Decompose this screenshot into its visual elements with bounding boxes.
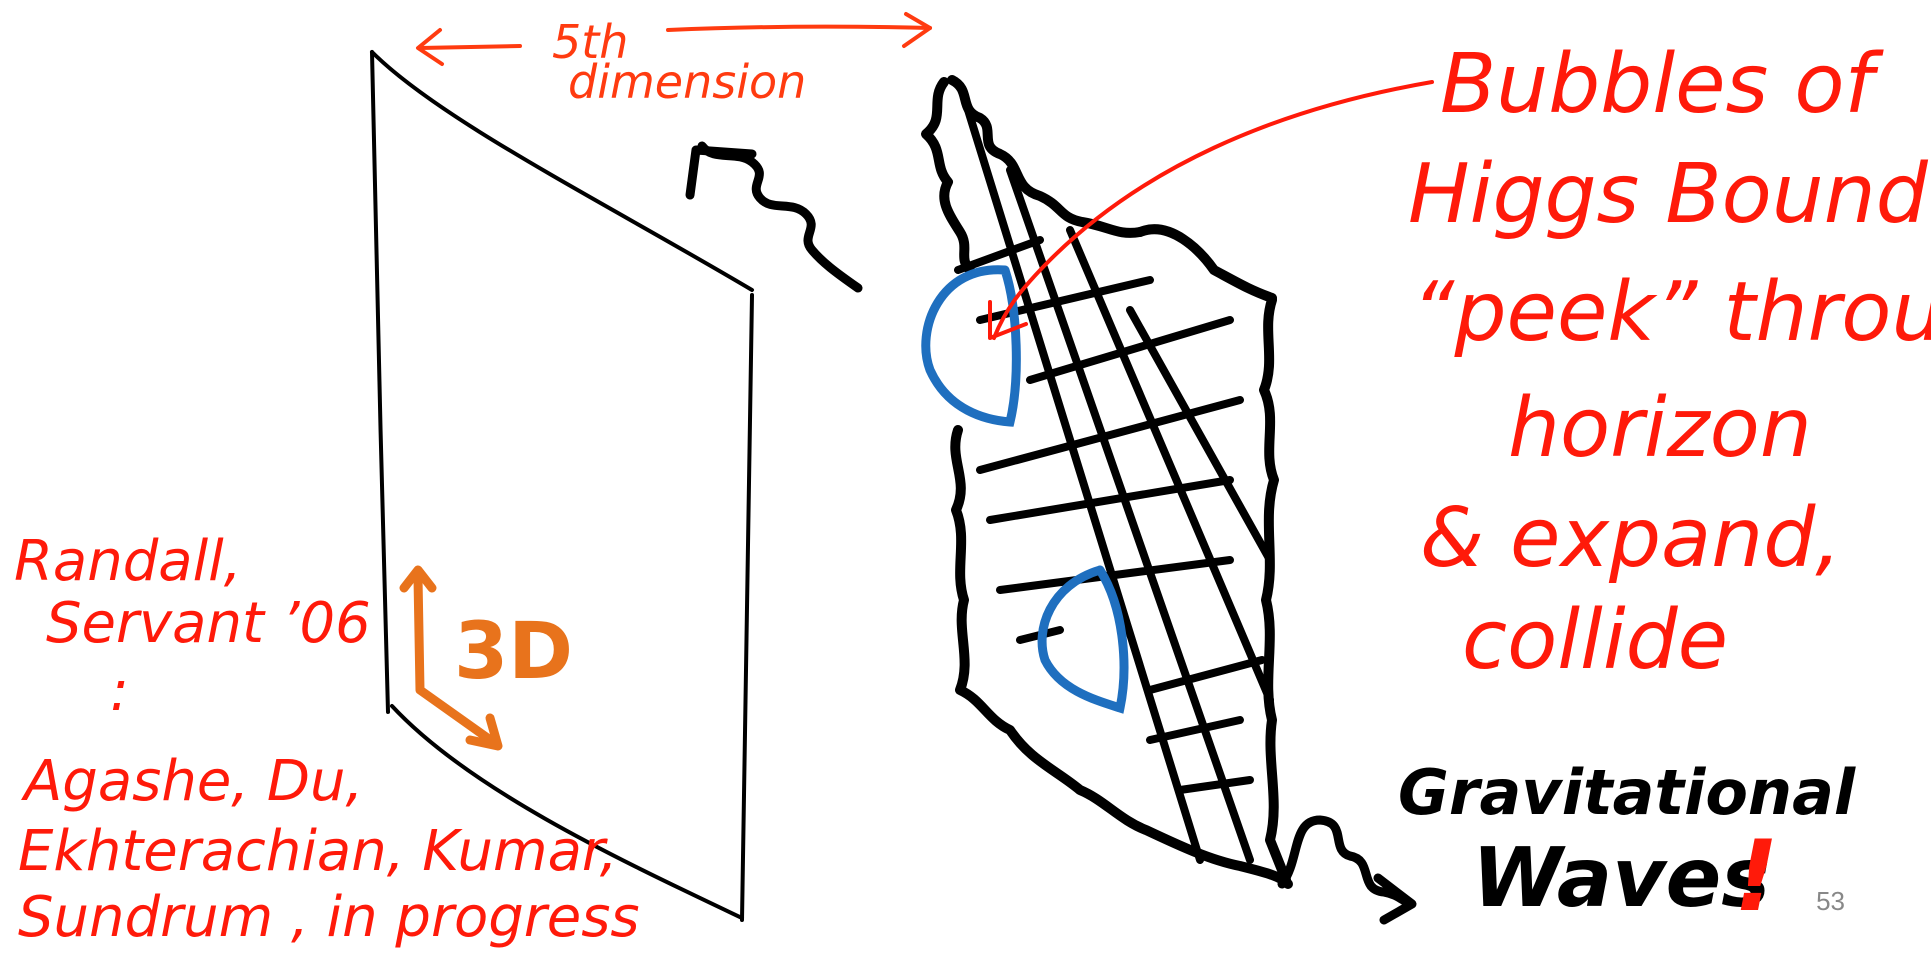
gw-line-1: Gravitational (1398, 756, 1856, 829)
page-number: 53 (1816, 886, 1845, 917)
bubbles-line-3: “peek” through (1412, 265, 1931, 360)
references: Randall, Servant ’06 : Agashe, Du, Ekhte… (14, 529, 640, 950)
gw-exclaim: ! (1734, 820, 1779, 934)
ref-line-2: Servant ’06 (46, 591, 371, 656)
gravitational-waves-label: Gravitational Waves ! (1398, 756, 1856, 934)
bubbles-line-1: Bubbles of (1440, 37, 1885, 132)
gw-line-2: Waves (1472, 831, 1770, 926)
ref-line-4: Ekhterachian, Kumar, (18, 819, 618, 884)
higgs-boundary-region (926, 80, 1288, 884)
ref-line-3: Agashe, Du, (21, 749, 363, 814)
ref-ellipsis: : (110, 659, 129, 724)
higgs-bubble-upper (926, 270, 1017, 422)
higgs-bubble-lower (1042, 570, 1124, 708)
dimension-label: dimension (568, 55, 806, 109)
bubbles-line-6: collide (1462, 593, 1728, 688)
bubbles-line-5: & expand, (1420, 491, 1841, 586)
gravitational-waves-arrow (1282, 820, 1412, 920)
ref-line-1: Randall, (14, 529, 242, 594)
bubbles-description: Bubbles of Higgs Boundary “peek” through… (1408, 37, 1931, 688)
bubbles-line-2: Higgs Boundary (1408, 147, 1931, 242)
three-d-label: 3D (454, 607, 573, 697)
ref-line-5: Sundrum , in progress (18, 885, 640, 950)
bubbles-line-4: horizon (1508, 381, 1812, 476)
boundary-grid (958, 110, 1270, 860)
